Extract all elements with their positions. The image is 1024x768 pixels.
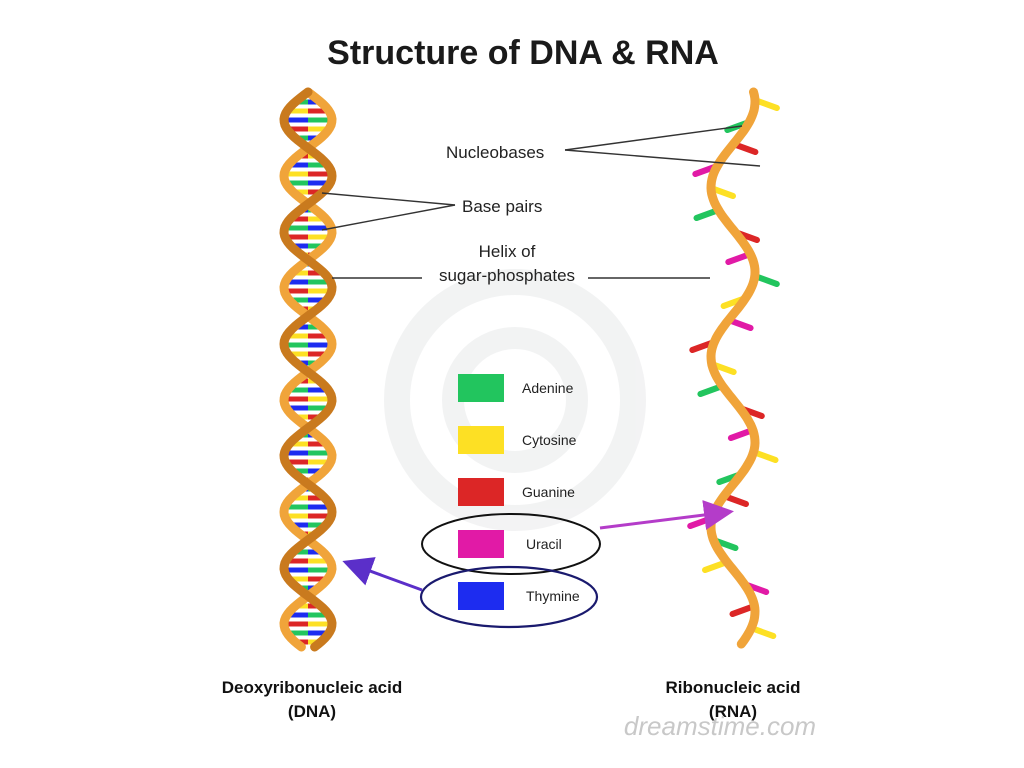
- legend-label-thymine: Thymine: [526, 588, 580, 604]
- diagram-title: Structure of DNA & RNA: [327, 34, 719, 72]
- rna-nucleobases: [687, 97, 780, 639]
- dna-double-helix: [279, 87, 337, 652]
- legend-label-cytosine: Cytosine: [522, 432, 577, 448]
- leader-lines: [321, 125, 761, 279]
- nucleobases-label: Nucleobases: [446, 143, 544, 162]
- legend-label-uracil: Uracil: [526, 536, 562, 552]
- legend: Adenine Cytosine Guanine Uracil Thymine: [458, 374, 580, 610]
- uracil-arrow: [599, 500, 734, 530]
- thymine-arrow: [342, 557, 423, 592]
- rna-caption-line1: Ribonucleic acid: [665, 678, 800, 697]
- dna-caption-line2: (DNA): [288, 702, 336, 721]
- rna-caption-line2: (RNA): [709, 702, 757, 721]
- legend-swatch-cytosine: [458, 426, 504, 454]
- base-pairs-leader-2: [321, 204, 456, 231]
- legend-swatch-adenine: [458, 374, 504, 402]
- uracil-highlight-ellipse: [421, 513, 601, 575]
- legend-swatch-guanine: [458, 478, 504, 506]
- nucleobases-leader-1: [564, 125, 743, 151]
- legend-label-adenine: Adenine: [522, 380, 574, 396]
- helix-label-line2: sugar-phosphates: [439, 266, 575, 285]
- dna-strand-b: [279, 87, 337, 652]
- legend-label-guanine: Guanine: [522, 484, 575, 500]
- base-pairs-leader-1: [321, 192, 456, 206]
- thymine-highlight-ellipse: [419, 565, 599, 629]
- dna-caption-line1: Deoxyribonucleic acid: [222, 678, 402, 697]
- base-pairs-label: Base pairs: [462, 197, 542, 216]
- rna-strand: [706, 87, 760, 649]
- nucleobases-leader-2: [564, 149, 761, 167]
- watermark-text: dreamstime.com: [624, 711, 816, 741]
- rna-single-strand: [687, 87, 780, 649]
- legend-swatch-uracil: [458, 530, 504, 558]
- watermark-logo: [384, 269, 646, 531]
- legend-swatch-thymine: [458, 582, 504, 610]
- helix-label-line1: Helix of: [479, 242, 536, 261]
